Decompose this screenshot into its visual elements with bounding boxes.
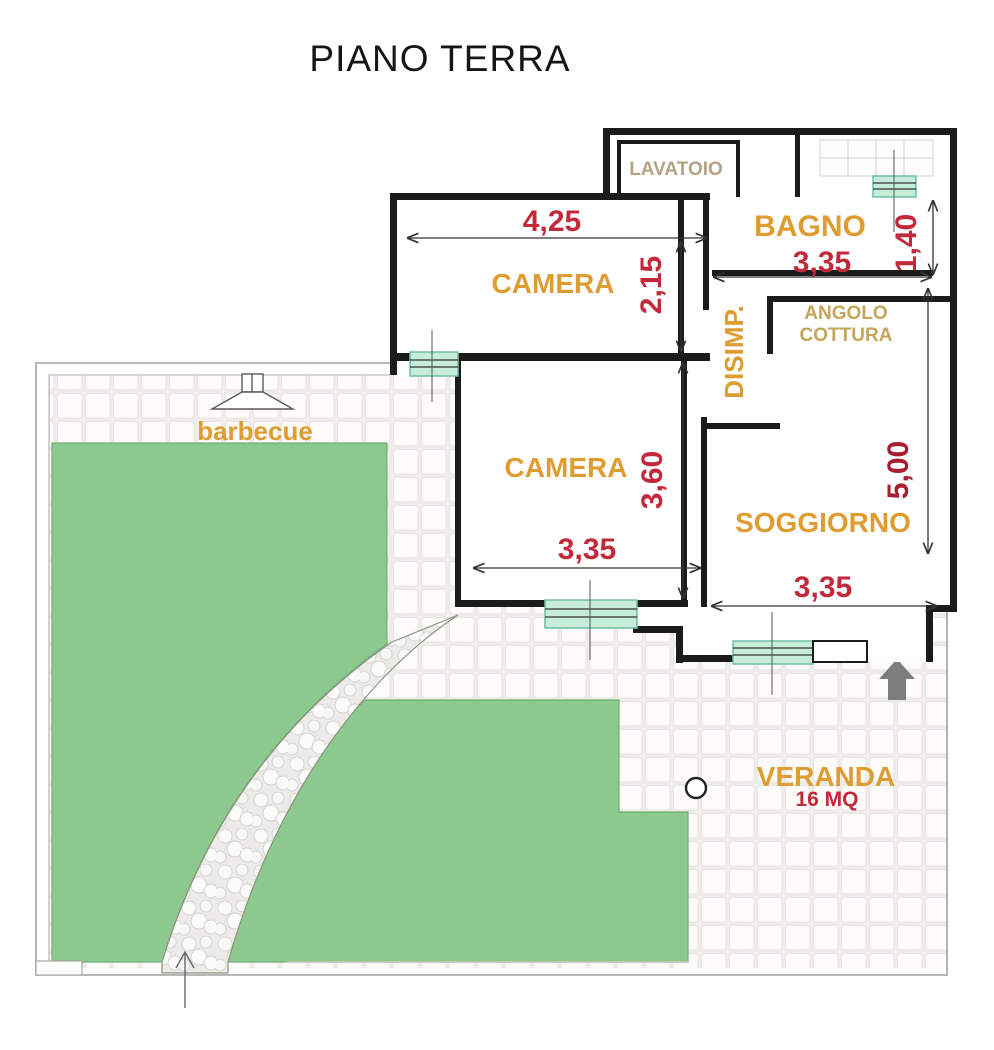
stone-path <box>161 614 459 974</box>
door-panel <box>812 640 868 663</box>
building-footprint <box>390 128 957 662</box>
dim-camera-top-width: 4,25 <box>523 205 581 238</box>
barbecue-hood <box>209 373 296 410</box>
boundary-step <box>35 960 83 976</box>
window-soggiorno <box>732 640 868 665</box>
window-camera-top <box>409 351 459 377</box>
dim-soggiorno-depth: 5,00 <box>882 441 915 499</box>
room-label-angolo-line2: COTTURA <box>800 325 893 346</box>
window-camera-mid <box>544 599 638 629</box>
windows <box>409 175 917 665</box>
dim-bagno-side: 1,40 <box>890 214 923 272</box>
page-title: PIANO TERRA <box>309 38 570 79</box>
room-label-soggiorno: SOGGIORNO <box>735 507 911 538</box>
room-label-bagno: BAGNO <box>754 210 866 243</box>
dimension-lines <box>408 150 936 695</box>
veranda-area: 16 MQ <box>795 788 858 811</box>
label-barbecue: barbecue <box>197 416 313 446</box>
dim-camera-mid-width: 3,35 <box>558 533 616 566</box>
dim-camera-top-depth: 2,15 <box>635 256 668 314</box>
room-label-angolo-line1: ANGOLO <box>804 303 887 324</box>
dim-camera-mid-depth: 3,60 <box>636 451 669 509</box>
room-label-lavatoio: LAVATOIO <box>629 159 723 180</box>
column-marker <box>684 776 708 800</box>
bagno-recess <box>819 139 934 177</box>
room-label-camera-mid: CAMERA <box>505 452 628 483</box>
extension-lines <box>431 150 895 695</box>
room-label-camera-top: CAMERA <box>492 268 615 299</box>
building <box>390 128 957 665</box>
room-label-veranda: VERANDA <box>757 761 895 792</box>
entrance-arrow-icon <box>879 659 915 700</box>
dim-bagno-width: 3,35 <box>793 246 851 279</box>
gate-arrow-icon <box>175 950 195 1008</box>
dim-soggiorno-width: 3,35 <box>794 571 852 604</box>
room-label-disimpegno: DISIMP. <box>719 305 749 398</box>
